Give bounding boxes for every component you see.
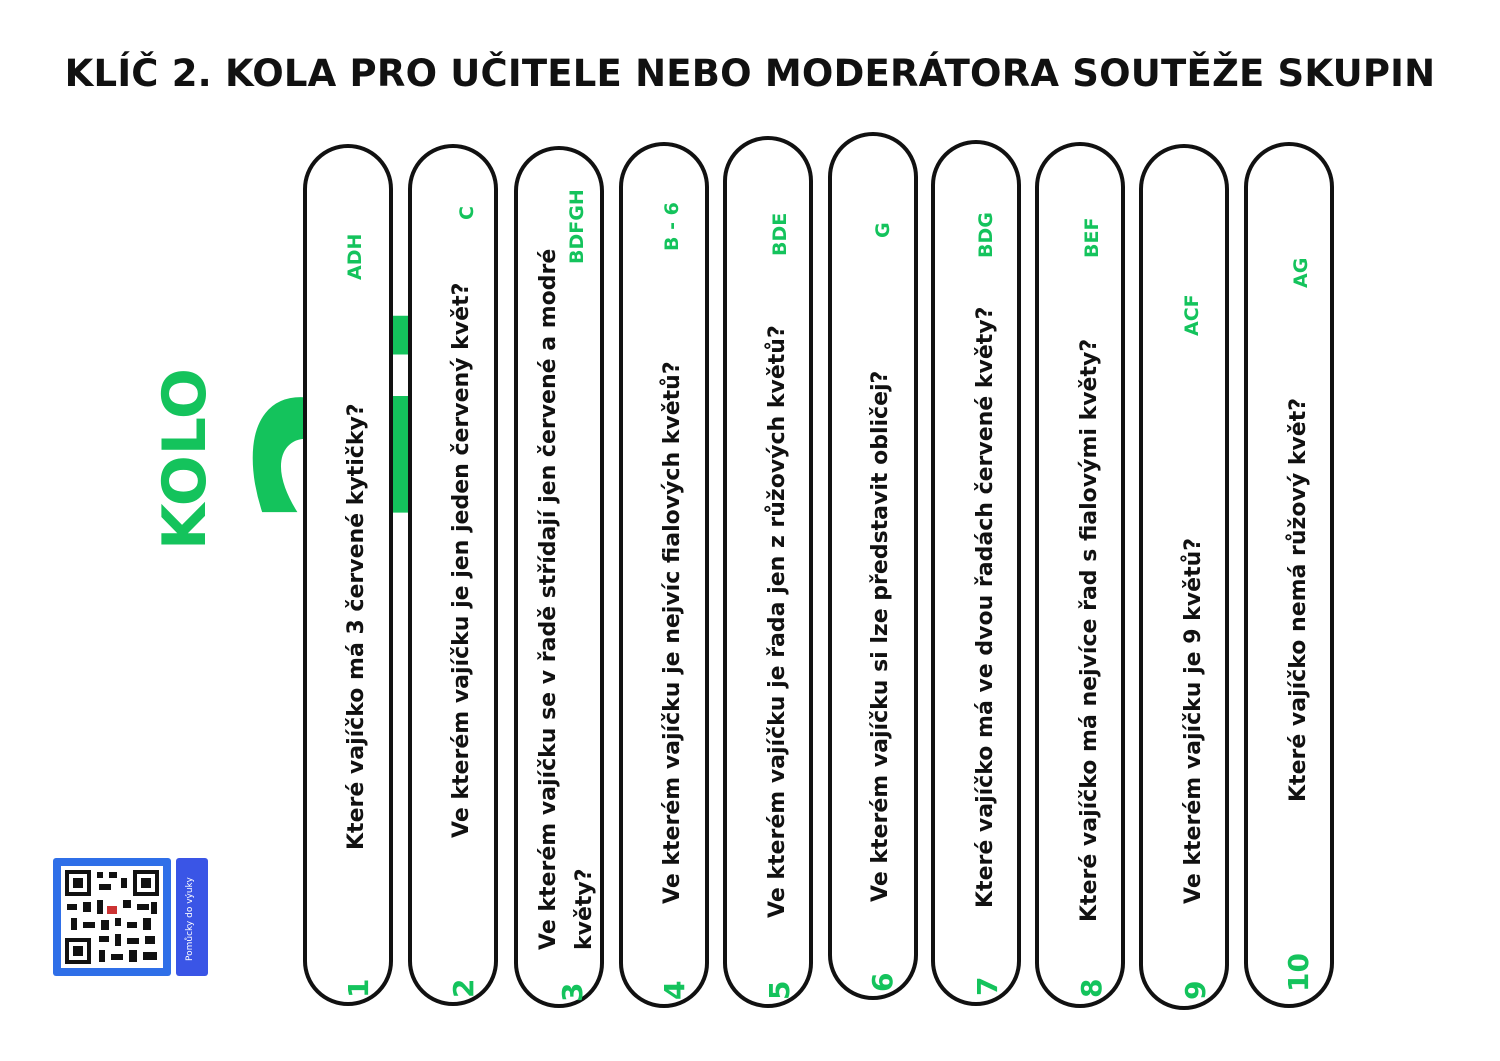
question-text: Které vajíčko má ve dvou řadách červené … bbox=[973, 306, 998, 908]
question-number: 2 bbox=[447, 978, 480, 998]
question-card-9: 9 Ve kterém vajíčku je 9 květů? ACF bbox=[1139, 144, 1229, 1010]
answer: AG bbox=[1290, 257, 1312, 288]
question-text: Ve kterém vajíčku si lze představit obli… bbox=[868, 370, 893, 902]
answer: BEF bbox=[1081, 217, 1103, 258]
answer: C bbox=[456, 206, 478, 220]
round-number: 2. bbox=[100, 293, 468, 690]
question-text: Které vajíčko nemá růžový květ? bbox=[1286, 398, 1311, 802]
question-card-6: 6 Ve kterém vajíčku si lze představit ob… bbox=[828, 132, 918, 1000]
answer: G bbox=[872, 222, 894, 238]
question-text: Ve kterém vajíčku je nejvíc fialových kv… bbox=[660, 361, 685, 904]
question-text: Ve kterém vajíčku je řada jen z růžových… bbox=[765, 325, 790, 918]
qr-pattern bbox=[61, 866, 163, 968]
answer: B - 6 bbox=[661, 202, 683, 251]
question-text: Ve kterém vajíčku je 9 květů? bbox=[1181, 537, 1206, 904]
answer: BDFGH bbox=[566, 189, 588, 264]
question-text-line-1: Ve kterém vajíčku se v řadě střídají jen… bbox=[536, 248, 561, 950]
question-card-4: 4 Ve kterém vajíčku je nejvíc fialových … bbox=[619, 142, 709, 1008]
question-card-8: 8 Které vajíčko má nejvíce řad s fialový… bbox=[1035, 142, 1125, 1008]
qr-code-icon bbox=[65, 870, 159, 964]
question-card-2: 2 Ve kterém vajíčku je jen jeden červený… bbox=[408, 144, 498, 1006]
question-number: 1 bbox=[342, 978, 375, 998]
question-number: 3 bbox=[556, 982, 589, 1002]
qr-code[interactable] bbox=[53, 858, 171, 976]
question-number: 6 bbox=[866, 972, 899, 992]
question-number: 4 bbox=[658, 980, 691, 1000]
question-card-1: 1 Které vajíčko má 3 červené kytičky? AD… bbox=[303, 144, 393, 1006]
answer: ACF bbox=[1181, 294, 1203, 336]
answer: ADH bbox=[344, 233, 366, 280]
question-number: 7 bbox=[971, 976, 1004, 996]
question-text: Které vajíčko má 3 červené kytičky? bbox=[344, 403, 369, 850]
question-card-10: 10 Které vajíčko nemá růžový květ? AG bbox=[1244, 142, 1334, 1008]
page-title: KLÍČ 2. KOLA PRO UČITELE NEBO MODERÁTORA… bbox=[64, 52, 1436, 95]
answer: BDE bbox=[769, 212, 791, 256]
question-number: 8 bbox=[1075, 978, 1108, 998]
question-card-3: 3 Ve kterém vajíčku se v řadě střídají j… bbox=[514, 146, 604, 1008]
question-card-7: 7 Které vajíčko má ve dvou řadách červen… bbox=[931, 140, 1021, 1006]
question-number: 10 bbox=[1282, 953, 1315, 992]
question-number: 9 bbox=[1179, 980, 1212, 1000]
question-text-line-2: květy? bbox=[572, 868, 597, 950]
question-card-5: 5 Ve kterém vajíčku je řada jen z růžový… bbox=[723, 136, 813, 1008]
question-text: Které vajíčko má nejvíce řad s fialovými… bbox=[1077, 338, 1102, 922]
question-text: Ve kterém vajíčku je jen jeden červený k… bbox=[449, 282, 474, 838]
question-number: 5 bbox=[763, 980, 796, 1000]
qr-side-label: Pomůcky do výuky bbox=[176, 858, 208, 976]
answer: BDG bbox=[975, 212, 997, 258]
